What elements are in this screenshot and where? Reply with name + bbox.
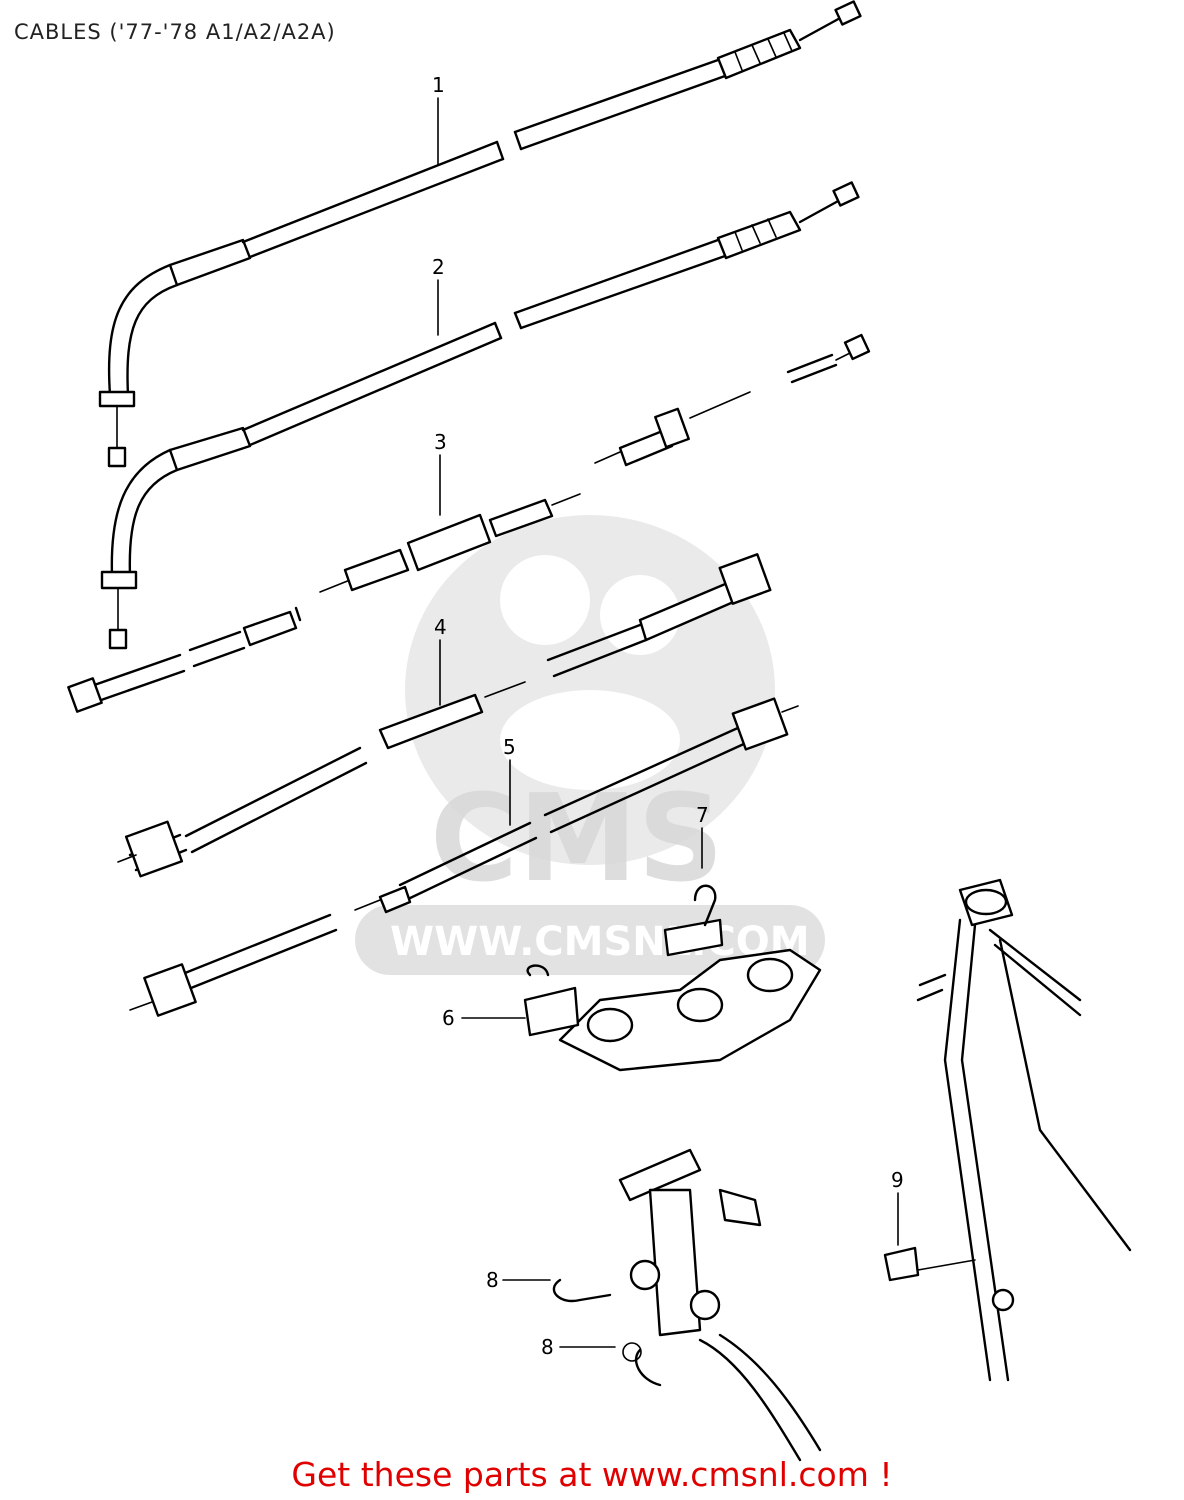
watermark-brand: CMS	[430, 770, 724, 909]
callout-2: 2	[432, 255, 445, 279]
lower-bracket	[552, 1148, 822, 1462]
callout-5: 5	[503, 735, 516, 759]
cable-3	[67, 333, 871, 713]
cable-1	[98, 0, 862, 468]
callout-8a: 8	[486, 1268, 499, 1292]
callout-6: 6	[442, 1006, 455, 1030]
page-title: CABLES ('77-'78 A1/A2/A2A)	[14, 20, 336, 44]
callout-1: 1	[432, 73, 445, 97]
callout-3: 3	[434, 430, 447, 454]
cable-4	[117, 553, 772, 878]
callout-4: 4	[434, 615, 447, 639]
footer-link[interactable]: Get these parts at www.cmsnl.com !	[291, 1455, 893, 1494]
cable-2	[100, 181, 860, 650]
callout-9: 9	[891, 1168, 904, 1192]
callout-7: 7	[696, 803, 709, 827]
frame-section	[883, 878, 1132, 1382]
leader-lines	[437, 97, 899, 1348]
callout-8b: 8	[541, 1335, 554, 1359]
cable-5	[129, 697, 799, 1017]
upper-bracket	[523, 884, 822, 1072]
